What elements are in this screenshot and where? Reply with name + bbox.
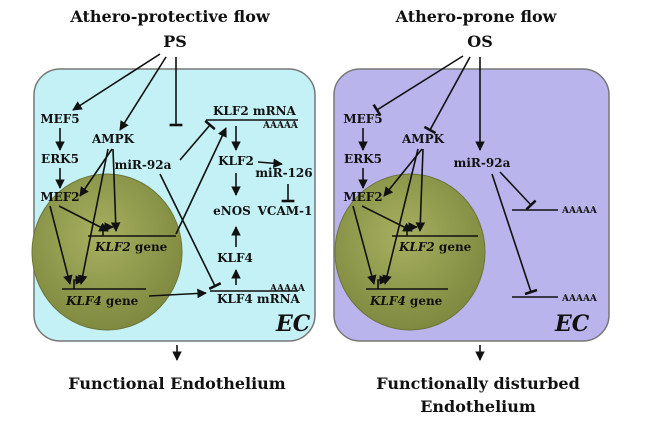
left-ampk-label: AMPK [91,132,135,146]
left-mir126-label: miR-126 [255,166,312,180]
right-outcome-label-line2: Endothelium [420,397,536,416]
left-klf2-mrna-label: KLF2 mRNA [213,104,297,118]
left-edges [49,53,295,299]
left-klf4-gene-word: gene [102,294,139,308]
right-mef5-label: MEF5 [343,112,382,126]
svg-text:KLF4 gene: KLF4 gene [369,294,443,308]
left-klf2-gene: KLF2 gene [88,222,176,254]
left-enos-label: eNOS [213,204,251,218]
right-klf2-gene-word: gene [435,240,472,254]
left-vcam1-label: VCAM-1 [257,204,313,218]
right-mir92a-label: miR-92a [454,156,511,170]
left-ec-label: EC [275,311,311,337]
left-klf2-polya-label: AAAAA [262,121,299,131]
left-flow-title: Athero-protective flow [69,7,271,26]
right-klf4-gene-word: gene [406,294,443,308]
right-stimulus-label: OS [467,32,493,51]
right-flow-title: Athero-prone flow [395,7,558,26]
right-klf2-gene-name: KLF2 [398,240,435,254]
left-panel: Athero-protective flow PS MEF5 ERK5 MEF2… [31,7,316,393]
left-klf4-gene: KLF4 gene [62,275,146,308]
left-mef5-label: MEF5 [40,112,79,126]
right-klf4-gene-name: KLF4 [369,294,406,308]
left-stimulus-label: PS [163,32,187,51]
right-polya-1-label: AAAAA [561,206,598,216]
left-klf4-polya-label: AAAAA [269,284,306,294]
right-polya-2-label: AAAAA [561,294,598,304]
right-klf4-gene: KLF4 gene [366,275,448,308]
right-panel: Athero-prone flow OS MEF5 ERK5 MEF2 AMPK… [333,7,610,416]
right-outcome-label-line1: Functionally disturbed [376,374,580,393]
left-klf2-protein-label: KLF2 [218,154,254,168]
right-erk5-label: ERK5 [344,152,382,166]
right-nucleus [334,173,486,331]
right-ampk-label: AMPK [401,132,445,146]
left-mir92a-label: miR-92a [115,158,172,172]
left-outcome-label: Functional Endothelium [68,374,286,393]
right-klf2-gene: KLF2 gene [392,222,478,254]
svg-text:KLF2 gene: KLF2 gene [398,240,472,254]
left-nucleus [31,173,183,331]
svg-text:KLF4 gene: KLF4 gene [65,294,139,308]
left-klf2-gene-word: gene [131,240,168,254]
right-mef2-label: MEF2 [343,190,382,204]
right-ec-label: EC [554,311,590,337]
left-klf2-gene-name: KLF2 [94,240,131,254]
left-klf4-protein-label: KLF4 [217,251,253,265]
left-klf4-gene-name: KLF4 [65,294,102,308]
right-edges [352,55,538,296]
left-mef2-label: MEF2 [40,190,79,204]
svg-text:KLF2 gene: KLF2 gene [94,240,168,254]
left-klf4-mrna-label: KLF4 mRNA [217,292,301,306]
left-erk5-label: ERK5 [41,152,79,166]
